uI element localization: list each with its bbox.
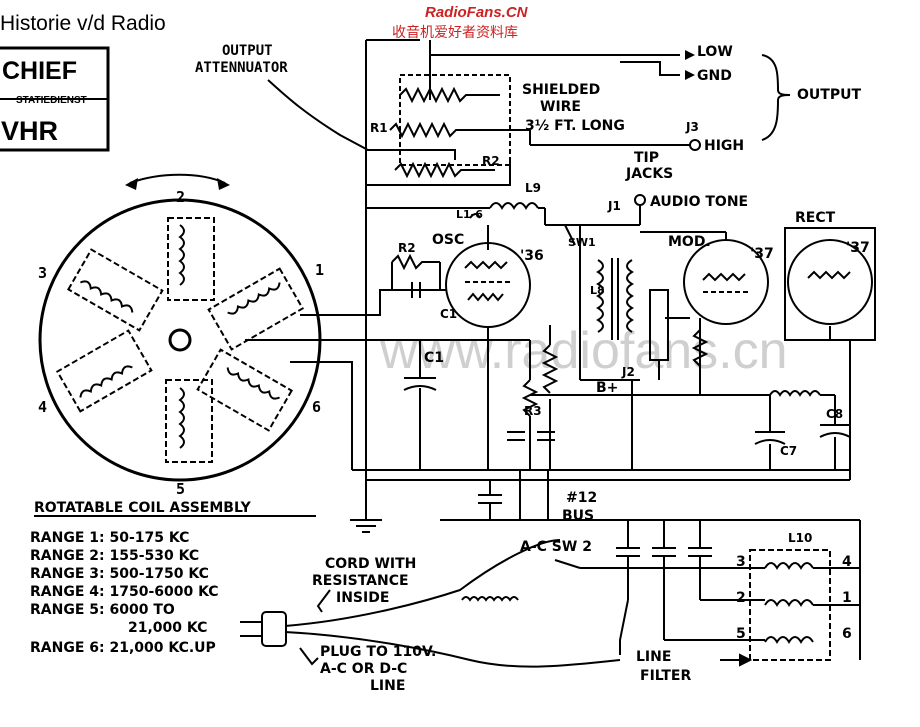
watermark-cn: 收音机爱好者资料库 <box>392 24 518 41</box>
coil-label-2: 2 <box>176 188 185 206</box>
label-plug-1: PLUG TO 110V. <box>320 644 436 660</box>
stamp-chief: CHIEF <box>2 57 77 85</box>
label-ft-long: 3½ FT. LONG <box>525 118 625 134</box>
coil-label-6: 6 <box>312 398 321 416</box>
label-c7: C7 <box>780 444 797 458</box>
range-item-4: RANGE 4: 1750-6000 KC <box>30 584 219 600</box>
label-term4: 4 <box>842 554 852 570</box>
coil-label-1: 1 <box>315 261 324 279</box>
label-cord-1: CORD WITH <box>325 556 416 572</box>
label-term5: 5 <box>736 626 746 642</box>
label-shielded: SHIELDED <box>522 82 600 98</box>
range-item-5b: 21,000 KC <box>128 620 207 636</box>
label-tube-37b: '37 <box>846 240 870 256</box>
stamp-statiedienst: STATIEDIENST <box>16 95 87 106</box>
j3-jack <box>689 139 701 151</box>
label-r1: R1 <box>370 121 388 135</box>
label-l10: L10 <box>788 531 812 545</box>
label-term2: 2 <box>736 590 746 606</box>
label-term1: 1 <box>842 590 852 606</box>
label-l9: L9 <box>525 181 541 195</box>
label-plug-2: A-C OR D-C <box>320 661 407 677</box>
label-tip: TIP <box>634 150 659 166</box>
attenuator-leader <box>267 79 369 151</box>
label-bus-2: BUS <box>562 508 594 524</box>
coil-label-3: 3 <box>38 264 47 282</box>
label-acsw2: A-C SW 2 <box>520 539 592 555</box>
label-r2: R2 <box>398 241 416 255</box>
low-arrow <box>685 50 695 60</box>
label-j3: J3 <box>685 120 699 134</box>
range-item-1: RANGE 1: 50-175 KC <box>30 530 189 546</box>
ghost-watermark: www.radiofans.cn <box>379 322 788 380</box>
label-c8: C8 <box>826 407 843 421</box>
gnd-arrow <box>685 70 695 80</box>
label-r3: R3 <box>524 404 542 418</box>
circuit-labels: LOW GND OUTPUT SHIELDED WIRE 3½ FT. LONG… <box>312 44 870 694</box>
label-term6: 6 <box>842 626 852 642</box>
label-b-plus: B+ <box>596 380 618 396</box>
page-title: Historie v/d Radio <box>0 12 166 35</box>
range-item-5: RANGE 5: 6000 TO <box>30 602 175 618</box>
label-c1-small: C1 <box>440 307 457 321</box>
label-plug-3: LINE <box>370 678 405 694</box>
label-mod: MOD. <box>668 234 711 250</box>
stamp: CHIEF STATIEDIENST VHR <box>0 46 110 152</box>
label-gnd: GND <box>697 68 732 84</box>
label-output-attenuator-1: OUTPUT <box>222 43 273 59</box>
range-table-title: ROTATABLE COIL ASSEMBLY <box>34 500 252 516</box>
range-item-2: RANGE 2: 155-530 KC <box>30 548 199 564</box>
power-cord <box>240 539 621 668</box>
coil-label-5: 5 <box>176 480 185 498</box>
label-osc: OSC <box>432 232 464 248</box>
label-j2: J2 <box>621 365 635 379</box>
label-l8: L8 <box>590 284 605 297</box>
stamp-vhr: VHR <box>1 116 58 146</box>
label-jacks: JACKS <box>625 166 673 182</box>
label-l1-6: L1-6 <box>456 208 483 221</box>
label-audio-tone: AUDIO TONE <box>650 194 748 210</box>
label-term3: 3 <box>736 554 746 570</box>
output-brace <box>761 54 791 141</box>
coil-assembly: 2 3 1 4 6 5 <box>38 173 324 498</box>
label-line-filter-2: FILTER <box>640 668 691 684</box>
watermark-site: RadioFans.CN <box>425 4 529 21</box>
label-tube-36: '36 <box>520 248 544 264</box>
label-r2-top: R2 <box>482 154 500 168</box>
label-j1: J1 <box>607 199 621 213</box>
label-tube-37a: '37 <box>750 246 774 262</box>
label-sw1: SW1 <box>568 236 596 249</box>
label-rect: RECT <box>795 210 836 226</box>
main-circuit <box>350 39 876 667</box>
label-output-attenuator-2: ATTENNUATOR <box>195 60 288 76</box>
label-wire: WIRE <box>540 99 581 115</box>
label-line-filter-1: LINE <box>636 649 671 665</box>
label-output: OUTPUT <box>797 87 861 103</box>
label-cord-3: INSIDE <box>336 590 389 606</box>
range-table: ROTATABLE COIL ASSEMBLY RANGE 1: 50-175 … <box>30 500 316 656</box>
range-item-3: RANGE 3: 500-1750 KC <box>30 566 209 582</box>
label-cord-2: RESISTANCE <box>312 573 409 589</box>
label-bus-1: #12 <box>566 490 597 506</box>
label-low: LOW <box>697 44 733 60</box>
coil-label-4: 4 <box>38 398 47 416</box>
label-c1: C1 <box>424 350 444 366</box>
range-item-6: RANGE 6: 21,000 KC.UP <box>30 640 216 656</box>
label-high: HIGH <box>704 138 744 154</box>
j1-jack <box>634 194 646 206</box>
